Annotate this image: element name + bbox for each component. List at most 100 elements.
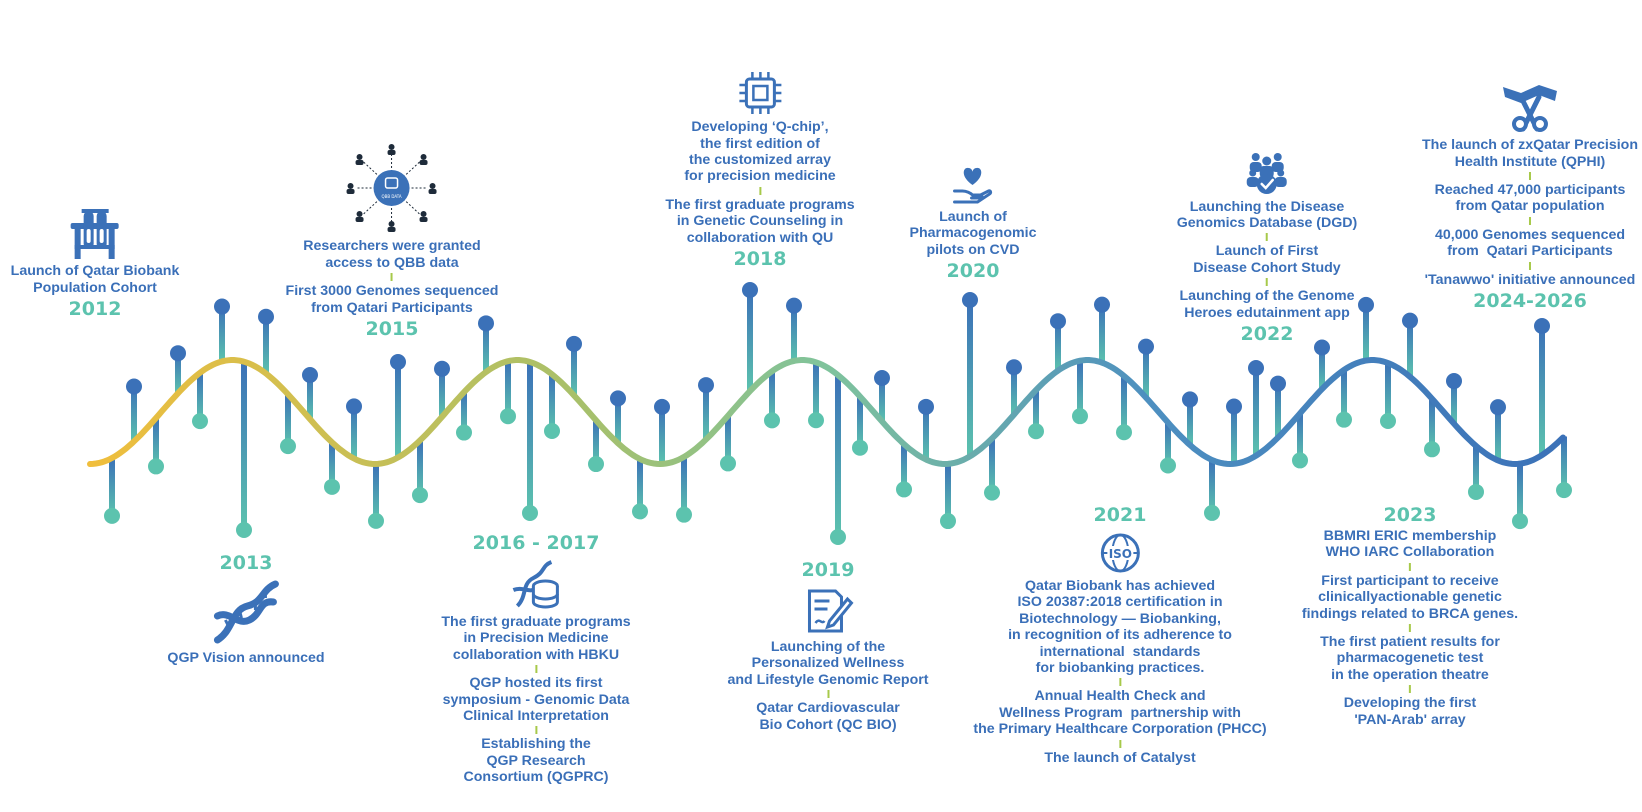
helix-rung [769, 371, 775, 421]
helix-node [1336, 411, 1352, 428]
helix-node [566, 335, 582, 352]
helix-node [280, 438, 296, 455]
helix-rung [1495, 407, 1501, 461]
helix-rung [1341, 369, 1347, 420]
event-list: Launching the Disease Genomics Database … [1177, 199, 1358, 321]
event-text: 40,000 Genomes sequenced from Qatari Par… [1434, 226, 1626, 260]
helix-rung [1363, 304, 1369, 361]
helix-rung [109, 458, 115, 516]
helix-node [1490, 399, 1506, 416]
helix-rung [1077, 360, 1083, 417]
milestone-2016-2017: 2016 - 2017 The first graduate programs … [441, 530, 630, 786]
helix-rung [439, 368, 445, 417]
helix-node [368, 512, 384, 529]
helix-node [1006, 359, 1022, 376]
event-text: Launching the Disease Genomics Database … [1176, 198, 1358, 231]
separator [1265, 233, 1268, 242]
event-text: Launching of the Genome Heroes edutainme… [1179, 288, 1355, 321]
milestone-2021: 2021 ISO Qatar Biobank has achieved ISO … [973, 502, 1266, 766]
event-list: The first graduate programs in Precision… [441, 614, 630, 786]
qbb-data-label: QBB DATA [382, 194, 402, 199]
event-text: Developing ‘Q-chip’, the first edition o… [684, 119, 836, 185]
helix-node [1072, 408, 1088, 425]
helix-rung [483, 323, 489, 373]
helix-node [1094, 296, 1110, 313]
helix-rung [241, 361, 247, 530]
group-check-icon [1245, 151, 1289, 195]
helix-rung [1143, 346, 1149, 398]
milestone-2012: 2012 Launch of Qatar Biobank Population … [10, 205, 180, 322]
helix-rung [1429, 398, 1435, 450]
separator [759, 186, 761, 195]
helix-rung [175, 353, 181, 394]
event-text: Developing the first 'PAN-Arab' array [1343, 695, 1477, 728]
helix-node [610, 390, 626, 407]
helix-rung [967, 300, 973, 457]
event-text: First participant to receive clinicallya… [1301, 572, 1519, 622]
helix-node [698, 377, 714, 394]
helix-rung [1473, 445, 1479, 492]
helix-node [390, 354, 406, 370]
helix-rung [857, 396, 863, 448]
helix-node [324, 478, 340, 495]
helix-rung [989, 438, 995, 493]
helix-rung [219, 306, 225, 362]
milestone-2024-2026: 2024-2026 The launch of zxQatar Precisio… [1422, 75, 1638, 314]
helix-node [874, 370, 890, 387]
helix-rung [1231, 406, 1237, 464]
event-text: Launch of First Disease Cohort Study [1193, 243, 1341, 276]
helix-node [1446, 373, 1462, 390]
helix-rung [1033, 390, 1039, 432]
helix-node [1248, 360, 1264, 376]
helix-rung [571, 343, 577, 396]
event-text: First 3000 Genomes sequenced from Qatari… [285, 283, 499, 316]
dna-database-icon [509, 560, 563, 610]
event-text: Launch of Qatar Biobank Population Cohor… [10, 263, 180, 296]
helix-node [1138, 338, 1154, 355]
helix-node [346, 398, 362, 415]
separator [1529, 216, 1531, 225]
event-list: The launch of zxQatar Precision Health I… [1422, 137, 1638, 288]
helix-node [918, 398, 934, 415]
milestone-2022: 2022 Launching the Disease Genomics Data… [1177, 147, 1358, 347]
helix-rung [131, 386, 137, 442]
milestone-2019: 2019 Launching of the Personalized Welln… [727, 557, 928, 733]
helix-node [412, 487, 428, 504]
helix-node [1468, 483, 1484, 500]
helix-rung [1055, 321, 1061, 371]
year-label: 2012 [68, 298, 122, 320]
helix-rung [637, 459, 643, 512]
year-label: 2016 - 2017 [472, 532, 600, 554]
helix-node [214, 298, 230, 315]
year-label: 2024-2026 [1473, 290, 1587, 312]
helix-rung [1275, 383, 1281, 438]
iso-globe-icon: ISO [1098, 532, 1142, 574]
test-tubes-icon [69, 209, 121, 260]
helix-node [1380, 412, 1396, 429]
separator [1119, 678, 1121, 687]
ribbon-scissors-icon [1501, 79, 1559, 133]
year-label: 2018 [733, 248, 787, 270]
event-text: The launch of Catalyst [1044, 749, 1196, 766]
helix-rung [791, 305, 797, 361]
chip-icon [737, 71, 783, 115]
helix-node [654, 398, 670, 415]
helix-node [148, 458, 164, 475]
event-text: QGP Vision announced [167, 650, 325, 666]
helix-node [852, 439, 868, 456]
helix-node [1358, 296, 1374, 313]
helix-node [1160, 457, 1176, 474]
helix-rung [681, 456, 687, 515]
year-label: 2023 [1383, 504, 1437, 526]
helix-node [830, 529, 846, 545]
helix-wave [87, 357, 1566, 468]
helix-node [1028, 423, 1044, 440]
helix-node [126, 378, 142, 395]
event-text: The first graduate programs in Genetic C… [665, 196, 855, 246]
helix-rung [153, 418, 159, 467]
milestone-2013: 2013 QGP Vision announced [167, 550, 324, 666]
separator [1529, 171, 1531, 180]
helix-node [500, 408, 516, 425]
helix-node [676, 506, 692, 523]
separator [1119, 739, 1121, 748]
